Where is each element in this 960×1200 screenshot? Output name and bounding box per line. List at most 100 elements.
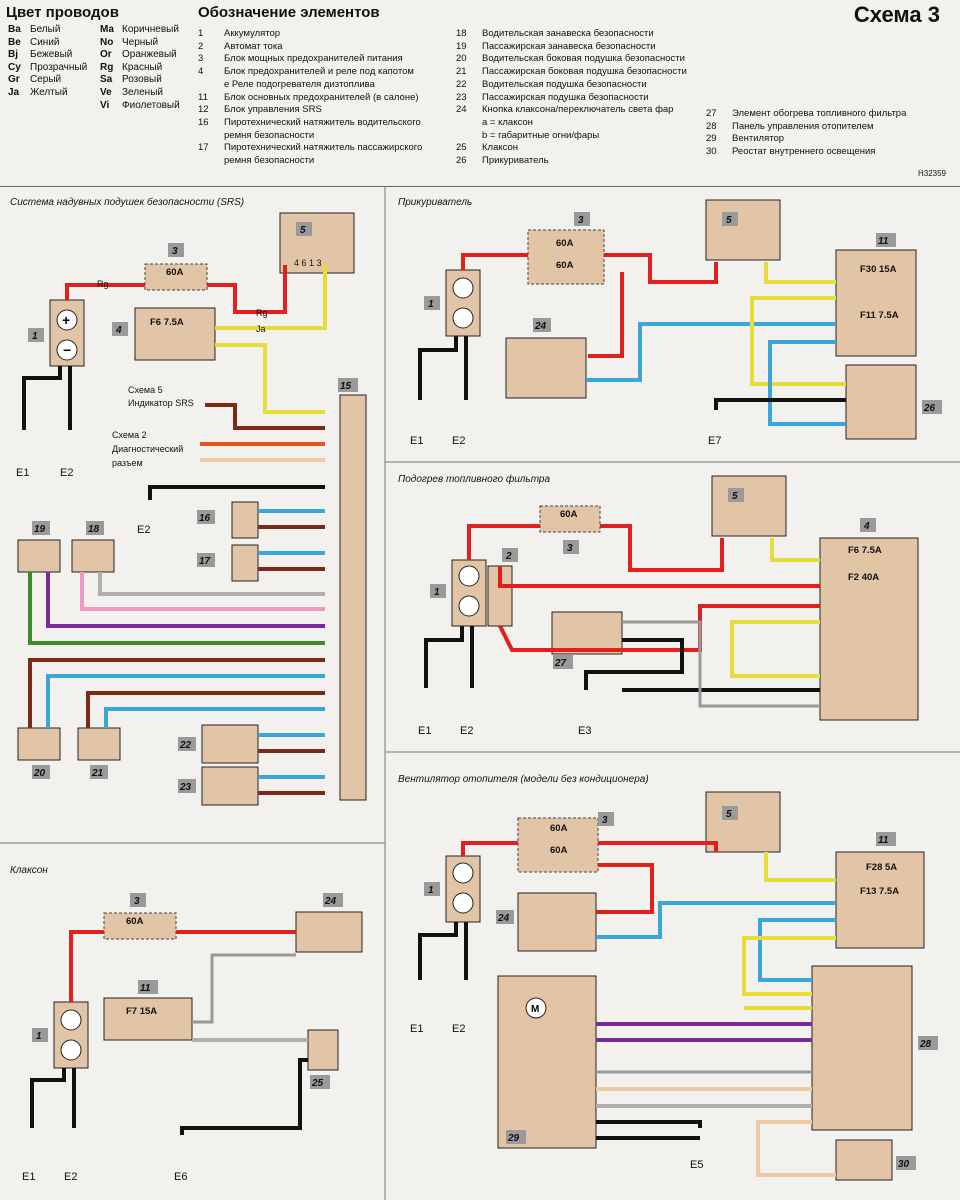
wire-rg-f1 [467, 524, 540, 560]
tag-19 [32, 521, 50, 535]
tag-24b-text: 24 [324, 896, 337, 907]
airbag-20 [17, 727, 61, 761]
tag-3-text: 3 [172, 246, 178, 257]
tag-1e-text: 1 [428, 885, 434, 896]
wire-be-l1 [586, 322, 836, 382]
lbl-rg2: Rg [256, 308, 268, 318]
fuse-block-11c [835, 851, 925, 949]
wire-ve-23 [28, 572, 325, 645]
fuse-block-3d [103, 912, 177, 940]
wire-no-l1 [714, 398, 846, 410]
wire-ja-1 [215, 265, 327, 330]
fuse-f6b-label: F6 7.5A [848, 545, 882, 556]
fuse-f6-label: F6 7.5A [150, 317, 184, 328]
tag-5b [722, 212, 738, 226]
fan-section: 1 3 60A 60A 5 11 F28 5A F13 7.5A 24 29 M… [410, 791, 938, 1181]
legend-item-number: 23 [456, 91, 467, 103]
note-diag-3: разъем [112, 458, 143, 468]
curtain-19 [17, 539, 61, 573]
fuse-f7-label: F7 15A [126, 1006, 157, 1017]
lighter-section: 1 3 60A 60A 5 11 F30 15A F11 7.5A 24 26 … [410, 199, 942, 447]
legend-item-number: 25 [456, 142, 467, 154]
tag-3c [563, 540, 579, 554]
tag-11b [138, 980, 158, 994]
battery-plus-icon-3 [458, 565, 480, 587]
tag-3 [168, 243, 184, 257]
wire-ba-h1 [192, 953, 296, 1024]
battery-plus-icon-5 [452, 862, 474, 884]
legend-item-text: Блок мощных предохранителей питания [224, 53, 403, 65]
wire-color-name: Красный [122, 61, 163, 73]
legend-item-number: 26 [456, 155, 467, 167]
ground-e2-d: E2 [460, 725, 473, 737]
wire-be-19 [104, 707, 325, 728]
tag-28-text: 28 [919, 1039, 932, 1050]
fuse-f11-label: F11 7.5A [860, 310, 899, 321]
tag-2 [502, 548, 518, 562]
wire-no-v3 [418, 922, 458, 980]
wire-be-v1 [596, 901, 836, 939]
wire-colors-title: Цвет проводов [6, 4, 119, 21]
tag-3d-text: 3 [134, 896, 140, 907]
battery-minus-icon [56, 339, 78, 361]
wire-color-name: Зеленый [122, 87, 163, 98]
ground-e1-e: E1 [410, 1023, 423, 1035]
tag-26 [922, 400, 942, 414]
legend-item-number: 11 [198, 91, 208, 103]
legend-item-text: ремня безопасности [224, 155, 315, 167]
wire-no-l2 [418, 336, 458, 400]
fuse-f30-label: F30 15A [860, 264, 897, 275]
tag-3d [130, 893, 146, 907]
fuse-block-11b [103, 997, 193, 1041]
legend-item-text: Автомат тока [224, 40, 283, 52]
fuse-block-4-srs [134, 307, 216, 361]
wire-no-f3 [424, 626, 464, 688]
legend-item: 28 Панель управления отопителем [706, 121, 906, 134]
legend-item-text: Панель управления отопителем [732, 120, 874, 132]
tag-16-text: 16 [199, 513, 211, 524]
battery-plus-icon-4 [60, 1009, 82, 1031]
battery-plus-icon [56, 309, 78, 331]
tag-27 [553, 655, 573, 669]
tag-18-text: 18 [88, 524, 100, 535]
tag-1d [32, 1028, 48, 1042]
wire-color-name: Черный [122, 36, 159, 48]
wire-ja-v1 [764, 852, 836, 882]
legend-item: ремня безопасности [198, 155, 422, 168]
legend-item: е Реле подогревателя дизтоплива [198, 79, 422, 92]
legend-item-number: 28 [706, 120, 717, 132]
legend-item-text: Пассажирская боковая подушка безопасност… [482, 66, 687, 78]
wire-ja-l2 [750, 296, 846, 386]
legend-item-number: 16 [198, 116, 209, 128]
airbag-22 [201, 724, 259, 764]
wire-no-h1 [180, 1058, 308, 1135]
tag-16 [197, 510, 215, 524]
tensioner-16 [231, 501, 259, 539]
airbag-23 [201, 766, 259, 806]
tag-3e [598, 812, 614, 826]
tag-5b-text: 5 [726, 215, 732, 226]
wire-rg-v3 [596, 863, 654, 914]
ground-e5: E5 [690, 1159, 703, 1171]
wire-rg-2 [207, 265, 287, 314]
wire-rg-f4 [498, 604, 820, 652]
relay-5-fan [705, 791, 781, 853]
tag-25 [310, 1075, 330, 1089]
wire-color-name: Бежевый [30, 49, 73, 61]
fuse-60a-e1: 60A [550, 823, 568, 834]
fuse-block-11 [835, 249, 917, 357]
ground-e7: E7 [708, 435, 721, 447]
heater-panel-28 [811, 965, 913, 1131]
tag-24b [323, 893, 343, 907]
rheostat-30 [835, 1139, 893, 1181]
tag-29-text: 29 [507, 1133, 520, 1144]
